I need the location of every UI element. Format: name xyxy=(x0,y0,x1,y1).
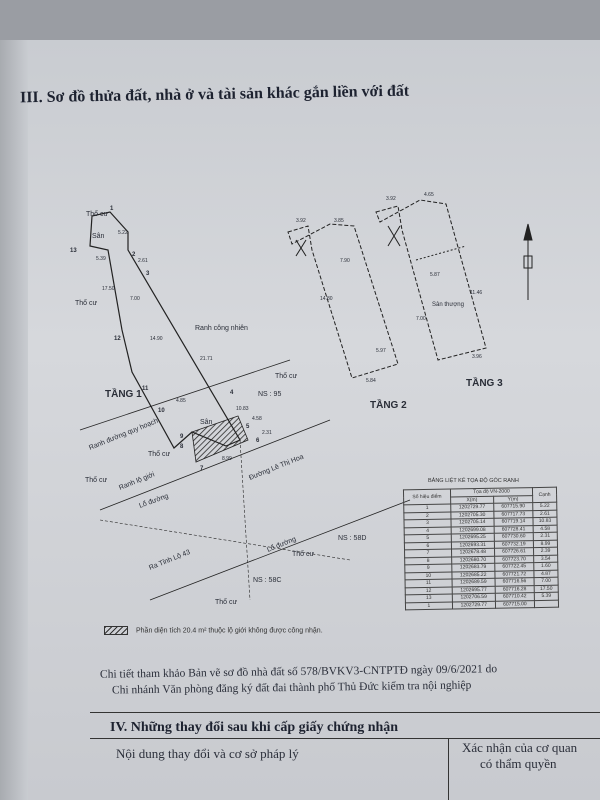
dim-label: 3.92 xyxy=(296,218,306,224)
cell-e xyxy=(534,599,559,608)
dim-label: 5.22 xyxy=(118,230,128,236)
label-tho-cu: Thổ cư xyxy=(292,550,315,558)
north-arrow-icon xyxy=(523,223,533,300)
header-edge: Cạnh xyxy=(532,487,557,503)
point-label: 4 xyxy=(230,390,234,396)
point-label: 10 xyxy=(158,408,165,414)
dim-label: 2.61 xyxy=(138,258,148,264)
cell-y: 607715.00 xyxy=(495,600,535,609)
dim-label: 7.00 xyxy=(416,316,426,322)
dim-label: 4.85 xyxy=(176,398,186,404)
col-confirmation: Xác nhận của cơ quan xyxy=(462,740,578,755)
dim-label: 7.90 xyxy=(340,258,350,264)
dim-label: 3.96 xyxy=(472,354,482,360)
cell-p: 1 xyxy=(405,601,453,610)
floor3-label: TẦNG 3 xyxy=(466,376,503,389)
table-border xyxy=(90,712,600,713)
dim-label: 5.97 xyxy=(376,348,386,354)
label-san-thuong: Sân thượng xyxy=(432,302,464,308)
point-label: 13 xyxy=(70,248,77,254)
dim-label: 14.90 xyxy=(150,336,163,342)
col-confirmation-2: có thẩm quyền xyxy=(480,756,557,771)
dim-label: 4.58 xyxy=(252,416,262,422)
label-ranh-duong-quy-hoach: Ranh đường quy hoạch xyxy=(88,418,159,452)
point-label: 3 xyxy=(146,271,150,277)
point-label: 2 xyxy=(132,252,136,258)
floor3-plan xyxy=(375,199,487,361)
point-label: 12 xyxy=(114,336,121,342)
dim-label: 8.99 xyxy=(222,456,232,462)
table-border xyxy=(90,738,600,739)
point-label: 7 xyxy=(200,466,204,472)
floor1-plot-outline xyxy=(89,211,241,449)
label-tho-cu: Thổ cư xyxy=(75,299,98,307)
label-ns95: NS : 95 xyxy=(258,391,281,398)
road-edge-line xyxy=(149,499,411,601)
label-san: Sân xyxy=(200,419,213,426)
label-ranh-cong-nhien: Ranh công nhiên xyxy=(195,325,248,332)
dim-label: 2.31 xyxy=(262,430,272,436)
floor1-label: TẦNG 1 xyxy=(105,387,142,400)
dim-label: 5.87 xyxy=(430,272,440,278)
header-point: Số hiệu điểm xyxy=(403,489,451,505)
label-tho-cu: Thổ cư xyxy=(215,598,238,606)
label-ns58d: NS : 58D xyxy=(338,535,366,542)
hatch-swatch-icon xyxy=(104,626,128,635)
floor1-hatched-area xyxy=(191,415,249,463)
legend: Phần diện tích 20.4 m² thuộc lộ giới khô… xyxy=(104,626,323,635)
point-label: 11 xyxy=(142,386,149,392)
label-tho-cu: Thổ cư xyxy=(275,372,298,380)
dim-label: 5.84 xyxy=(366,378,376,384)
dim-label: 21.71 xyxy=(200,356,213,362)
point-label: 8 xyxy=(180,444,184,450)
point-label: 1 xyxy=(110,206,114,212)
label-ns58c: NS : 58C xyxy=(253,577,281,584)
label-duong-le-thi-hoa: Đường Lê Thị Hoa xyxy=(248,454,305,482)
legend-text: Phần diện tích 20.4 m² thuộc lộ giới khô… xyxy=(136,627,323,635)
dim-label: 17.50 xyxy=(102,286,115,292)
section-4-title: IV. Những thay đổi sau khi cấp giấy chứn… xyxy=(110,720,399,735)
label-san: Sân xyxy=(92,233,105,240)
floor2-label: TẦNG 2 xyxy=(370,398,407,411)
certificate-page xyxy=(0,40,600,800)
label-ra-tinh-lo-43: Ra Tỉnh Lộ 43 xyxy=(148,548,192,572)
point-label: 5 xyxy=(246,424,250,430)
coordinate-table: Số hiệu điểm Tọa độ VN-2000 Cạnh X(m) Y(… xyxy=(403,487,559,611)
dim-label: 5.39 xyxy=(96,256,106,262)
floor2-plan xyxy=(287,223,399,379)
dim-label: 4.65 xyxy=(424,192,434,198)
coord-table-title: BẢNG LIỆT KÊ TỌA ĐỘ GÓC RANH xyxy=(428,478,519,484)
center-line xyxy=(239,439,251,601)
dim-label: 3.92 xyxy=(386,196,396,202)
label-ranh-lo-gioi: Ranh lộ giới xyxy=(118,471,156,492)
dim-label: 14.80 xyxy=(320,296,333,302)
cell-x: 1202729.77 xyxy=(452,600,496,610)
dim-label: 7.00 xyxy=(130,296,140,302)
dim-label: 11.46 xyxy=(470,290,482,296)
label-tho-cu: Thổ cư xyxy=(86,210,109,218)
point-label: 9 xyxy=(180,434,184,440)
floor1-plan xyxy=(79,211,411,601)
point-labels: 1 2 3 4 5 6 7 8 9 10 11 12 13 xyxy=(70,206,260,472)
label-tho-cu: Thổ cư xyxy=(148,450,171,458)
dim-label: 3.85 xyxy=(334,218,344,224)
dim-label: 10.83 xyxy=(236,406,249,412)
road-edge-line xyxy=(79,359,291,431)
road-edge-line xyxy=(99,519,351,561)
road-edge-line xyxy=(99,419,331,511)
page-edge xyxy=(0,40,28,800)
label-lo-duong: Lổ đường xyxy=(138,492,170,510)
table-border xyxy=(448,738,449,800)
col-change-content: Nội dung thay đổi và cơ sở pháp lý xyxy=(116,746,299,761)
point-label: 6 xyxy=(256,438,260,444)
label-tho-cu: Thổ cư xyxy=(85,476,108,484)
